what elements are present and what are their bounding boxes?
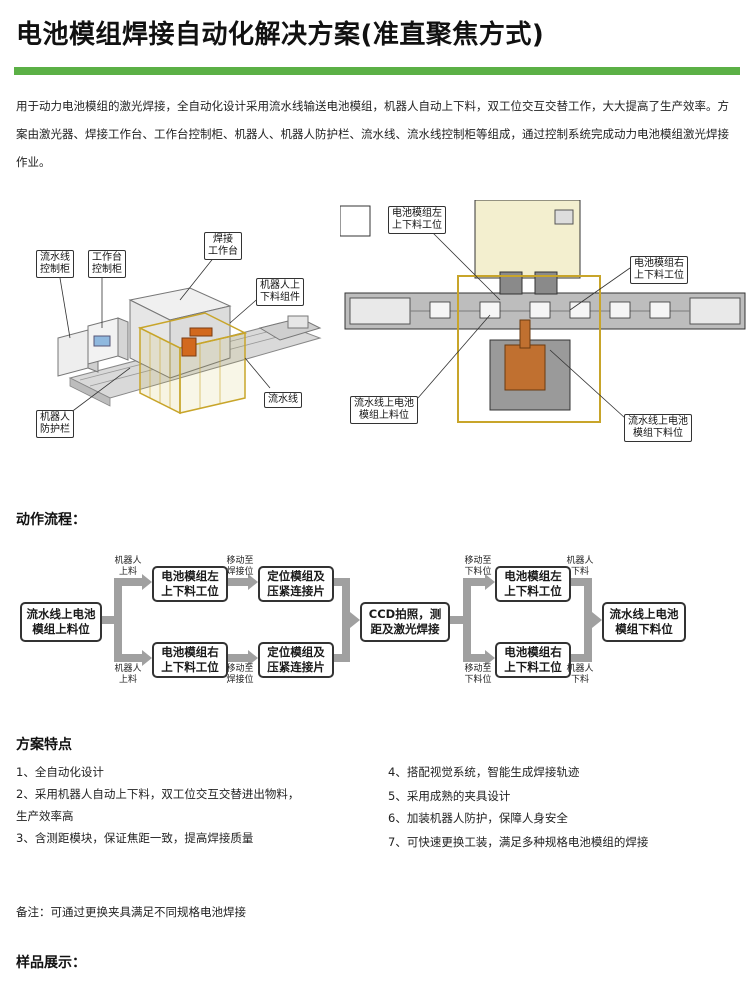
flow-left-station-b: 电池模组左 上下料工位	[495, 566, 571, 602]
feature-item: 1、全自动化设计	[16, 765, 104, 779]
label-robot-unload-bottom: 机器人 下料	[566, 664, 594, 685]
flow-end-box: 流水线上电池 模组下料位	[602, 602, 686, 642]
feature-item: 2、采用机器人自动上下料，双工位交互交替进出物料，	[16, 787, 300, 801]
label-robot-unload-top: 机器人 下料	[566, 556, 594, 577]
feature-item: 3、含测距模块，保证焦距一致，提高焊接质量	[16, 831, 254, 845]
system-3d-illustration	[30, 228, 340, 448]
label-move-unload-bottom: 移动至 下料位	[464, 664, 492, 685]
title-underline	[14, 67, 740, 75]
feature-item: 4、搭配视觉系统，智能生成焊接轨迹	[388, 765, 580, 779]
flow-right-station-b: 电池模组右 上下料工位	[495, 642, 571, 678]
callout-weld-table: 焊接 工作台	[204, 232, 242, 260]
flow-position-a: 定位模组及 压紧连接片	[258, 566, 334, 602]
flow-arrows	[98, 574, 602, 666]
label-robot-load-bottom: 机器人 上料	[114, 664, 142, 685]
callout-right-station: 电池模组右 上下料工位	[630, 256, 688, 284]
feature-item: 6、加装机器人防护，保障人身安全	[388, 811, 568, 825]
feature-item: 7、可快速更换工装，满足多种规格电池模组的焊接	[388, 835, 649, 849]
feature-item: 5、采用成熟的夹具设计	[388, 789, 511, 803]
flow-ccd-box: CCD拍照，测 距及激光焊接	[360, 602, 450, 642]
label-move-weld-bottom: 移动至 焊接位	[226, 664, 254, 685]
callout-line-cabinet: 流水线 控制柜	[36, 250, 74, 278]
flow-heading: 动作流程：	[16, 512, 86, 528]
intro-paragraph: 用于动力电池模组的激光焊接，全自动化设计采用流水线输送电池模组，机器人自动上下料…	[16, 99, 729, 169]
page-title: 电池模组焊接自动化解决方案(准直聚焦方式)	[16, 20, 545, 50]
system-top-view-illustration	[340, 200, 750, 435]
flow-right-station-a: 电池模组右 上下料工位	[152, 642, 228, 678]
callout-robot-fence: 机器人 防护栏	[36, 410, 74, 438]
feature-item: 生产效率高	[16, 809, 74, 823]
callout-robot-loader: 机器人上 下料组件	[256, 278, 304, 306]
callout-line-load: 流水线上电池 模组上料位	[350, 396, 418, 424]
callout-table-cabinet: 工作台 控制柜	[88, 250, 126, 278]
flow-left-station-a: 电池模组左 上下料工位	[152, 566, 228, 602]
flow-position-b: 定位模组及 压紧连接片	[258, 642, 334, 678]
label-move-weld-top: 移动至 焊接位	[226, 556, 254, 577]
features-heading: 方案特点	[16, 737, 72, 753]
label-robot-load-top: 机器人 上料	[114, 556, 142, 577]
remark-note: 备注：可通过更换夹具满足不同规格电池焊接	[16, 905, 246, 919]
label-move-unload-top: 移动至 下料位	[464, 556, 492, 577]
callout-conveyor: 流水线	[264, 392, 302, 408]
flow-start-box: 流水线上电池 模组上料位	[20, 602, 102, 642]
callout-left-station: 电池模组左 上下料工位	[388, 206, 446, 234]
samples-heading: 样品展示：	[16, 955, 86, 971]
callout-line-unload: 流水线上电池 模组下料位	[624, 414, 692, 442]
